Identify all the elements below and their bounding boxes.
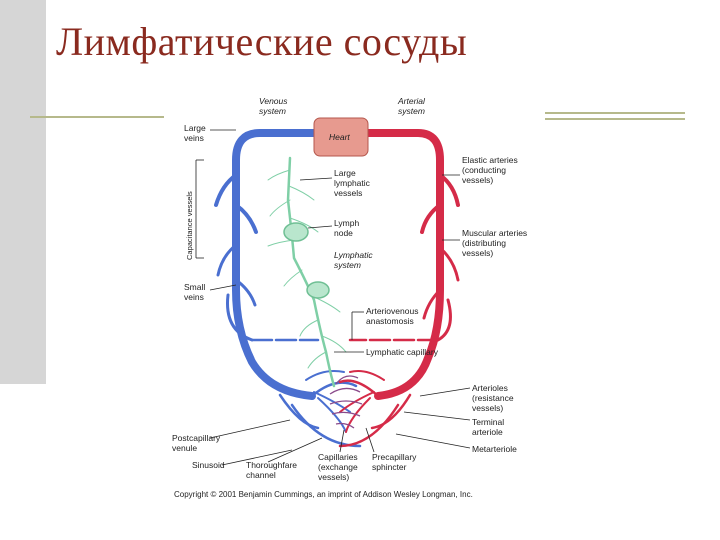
title-rule-left [30,116,164,118]
label-venous-system-1: Venous [259,96,288,106]
label-large-lymphatic-2: lymphatic [334,178,371,188]
label-arterioles-1: Arterioles [472,383,508,393]
label-arterioles-2: (resistance [472,393,514,403]
label-postcapillary-venule-2: venule [172,443,197,453]
label-small-veins-1: Small [184,282,205,292]
label-precapillary-2: sphincter [372,462,407,472]
leader-lines [195,129,471,466]
label-muscular-arteries-2: (distributing [462,238,506,248]
label-lymph-node-1: Lymph [334,218,359,228]
label-arterioles-3: vessels) [472,403,503,413]
label-capillaries-2: (exchange [318,462,358,472]
diagram-labels: Venous system Arterial system Heart Larg… [172,96,527,499]
label-lymphatic-system-1: Lymphatic [334,250,373,260]
label-capacitance-vessels: Capacitance vessels [185,191,194,260]
label-arterial-system-1: Arterial [397,96,426,106]
label-capillaries-3: vessels) [318,472,349,482]
label-large-veins-2: veins [184,133,204,143]
label-small-veins-2: veins [184,292,204,302]
heart-block [313,117,369,157]
lymph-node-lower [306,281,330,299]
title-rule-right [545,112,685,114]
label-muscular-arteries-3: vessels) [462,248,493,258]
label-arterial-system-2: system [398,106,425,116]
slide-title: Лимфатические сосуды [56,19,468,64]
label-lymphatic-capillary: Lymphatic capillary [366,347,439,357]
label-large-veins-1: Large [184,123,206,133]
capillary-bed [329,375,363,429]
label-elastic-arteries-1: Elastic arteries [462,155,518,165]
label-elastic-arteries-2: (conducting [462,165,506,175]
label-capillaries-1: Capillaries [318,452,358,462]
label-thoroughfare-2: channel [246,470,276,480]
label-lymph-node-2: node [334,228,353,238]
label-metarteriole: Metarteriole [472,444,517,454]
label-venous-system-2: system [259,106,286,116]
label-lymphatic-system-2: system [334,260,361,270]
arterial-vessels [338,129,460,448]
copyright-notice: Copyright © 2001 Benjamin Cummings, an i… [174,490,473,499]
label-thoroughfare-1: Thoroughfare [246,460,297,470]
label-postcapillary-venule-1: Postcapillary [172,433,221,443]
label-muscular-arteries-1: Muscular arteries [462,228,527,238]
lymph-node-upper [283,222,309,242]
label-av-anastomosis-2: anastomosis [366,316,414,326]
label-terminal-arteriole-2: arteriole [472,427,503,437]
label-heart: Heart [329,132,350,142]
label-precapillary-1: Precapillary [372,452,417,462]
label-large-lymphatic-1: Large [334,168,356,178]
left-accent-bar [0,0,46,384]
label-sinusoid: Sinusoid [192,460,225,470]
label-large-lymphatic-3: vessels [334,188,362,198]
label-av-anastomosis-1: Arteriovenous [366,306,418,316]
label-elastic-arteries-3: vessels) [462,175,493,185]
label-terminal-arteriole-1: Terminal [472,417,504,427]
